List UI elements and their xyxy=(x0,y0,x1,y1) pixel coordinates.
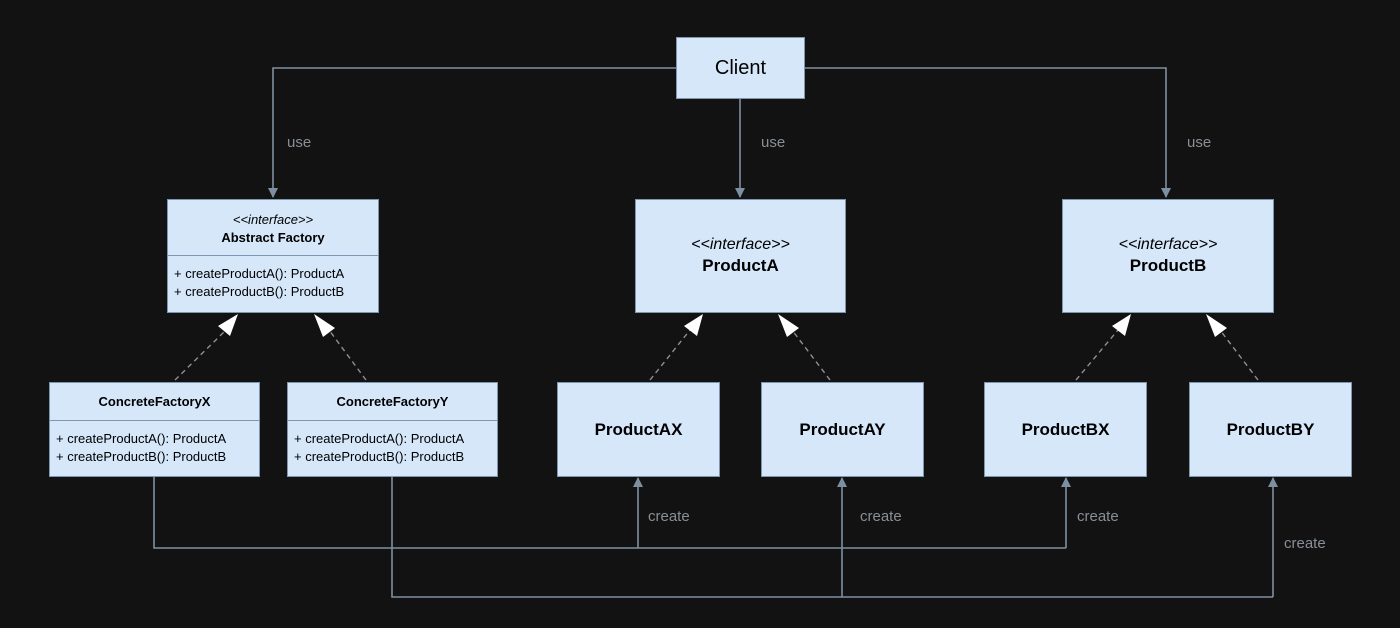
edge-label-create-bx: create xyxy=(1077,508,1119,525)
edge-client-to-product-b xyxy=(805,67,1171,198)
realization-arrowhead-product-ay xyxy=(778,314,799,337)
concrete-factory-y-divider xyxy=(288,420,497,421)
create-bus-factory-y xyxy=(391,477,1273,598)
concrete-factory-y-title: ConcreteFactoryY xyxy=(336,394,449,409)
concrete-factory-y-methods: + createProductA(): ProductA + createPro… xyxy=(288,421,497,466)
product-bx-node: ProductBX xyxy=(984,382,1147,477)
concrete-factory-x-divider xyxy=(50,420,259,421)
realization-edge-product-ay xyxy=(791,329,831,381)
product-b-node: <<interface>> ProductB xyxy=(1062,199,1274,313)
product-by-node: ProductBY xyxy=(1189,382,1352,477)
abstract-factory-methods: + createProductA(): ProductA + createPro… xyxy=(168,256,378,301)
realization-edge-product-ax xyxy=(649,329,691,381)
abstract-factory-title: Abstract Factory xyxy=(221,230,325,245)
product-a-node: <<interface>> ProductA xyxy=(635,199,846,313)
concrete-factory-x-method-a: + createProductA(): ProductA xyxy=(56,431,227,446)
concrete-factory-y-node: ConcreteFactoryY + createProductA(): Pro… xyxy=(287,382,498,477)
realization-edge-concrete-factory-x xyxy=(174,331,225,381)
abstract-factory-node: <<interface>> Abstract Factory + createP… xyxy=(167,199,379,313)
client-label: Client xyxy=(714,56,767,79)
product-b-stereotype: <<interface>> xyxy=(1118,236,1218,253)
product-a-stereotype: <<interface>> xyxy=(691,236,790,253)
product-ax-title: ProductAX xyxy=(594,419,683,439)
concrete-factory-x-title: ConcreteFactoryX xyxy=(98,394,211,409)
client-node: Client xyxy=(676,37,805,99)
edge-label-use-factory: use xyxy=(287,134,312,151)
concrete-factory-y-header: ConcreteFactoryY xyxy=(288,383,497,420)
create-bus-factory-x xyxy=(153,477,1066,549)
edge-client-to-abstract-factory xyxy=(268,67,676,198)
product-ay-node: ProductAY xyxy=(761,382,924,477)
abstract-factory-method-a: + createProductA(): ProductA xyxy=(174,266,345,281)
realization-arrowhead-product-bx xyxy=(1112,314,1131,336)
edge-label-use-product-b: use xyxy=(1187,134,1212,151)
product-by-title: ProductBY xyxy=(1226,419,1315,439)
product-b-title: ProductB xyxy=(1129,256,1207,275)
abstract-factory-header: <<interface>> Abstract Factory xyxy=(168,200,378,255)
concrete-factory-x-methods: + createProductA(): ProductA + createPro… xyxy=(50,421,259,466)
product-ax-node: ProductAX xyxy=(557,382,720,477)
abstract-factory-stereotype: <<interface>> xyxy=(232,212,314,227)
realization-arrowhead-product-ax xyxy=(684,314,703,336)
concrete-factory-y-method-a: + createProductA(): ProductA xyxy=(294,431,465,446)
abstract-factory-method-b: + createProductB(): ProductB xyxy=(174,284,345,299)
realization-edge-concrete-factory-y xyxy=(328,329,367,381)
realization-edge-product-bx xyxy=(1075,329,1119,381)
realization-edge-product-by xyxy=(1219,329,1259,381)
concrete-factory-x-method-b: + createProductB(): ProductB xyxy=(56,449,227,464)
product-a-title: ProductA xyxy=(702,256,779,275)
edge-label-use-product-a: use xyxy=(761,134,786,151)
abstract-factory-divider xyxy=(168,255,378,256)
edge-label-create-ax: create xyxy=(648,508,690,525)
concrete-factory-y-method-b: + createProductB(): ProductB xyxy=(294,449,465,464)
realization-arrowhead-product-by xyxy=(1206,314,1227,337)
realization-arrowhead-factory-y xyxy=(314,314,335,337)
concrete-factory-x-header: ConcreteFactoryX xyxy=(50,383,259,420)
edge-label-create-by: create xyxy=(1284,535,1326,552)
realization-arrowhead-factory-x xyxy=(218,314,238,336)
product-ay-title: ProductAY xyxy=(799,419,886,439)
edge-label-create-ay: create xyxy=(860,508,902,525)
concrete-factory-x-node: ConcreteFactoryX + createProductA(): Pro… xyxy=(49,382,260,477)
product-bx-title: ProductBX xyxy=(1021,419,1110,439)
